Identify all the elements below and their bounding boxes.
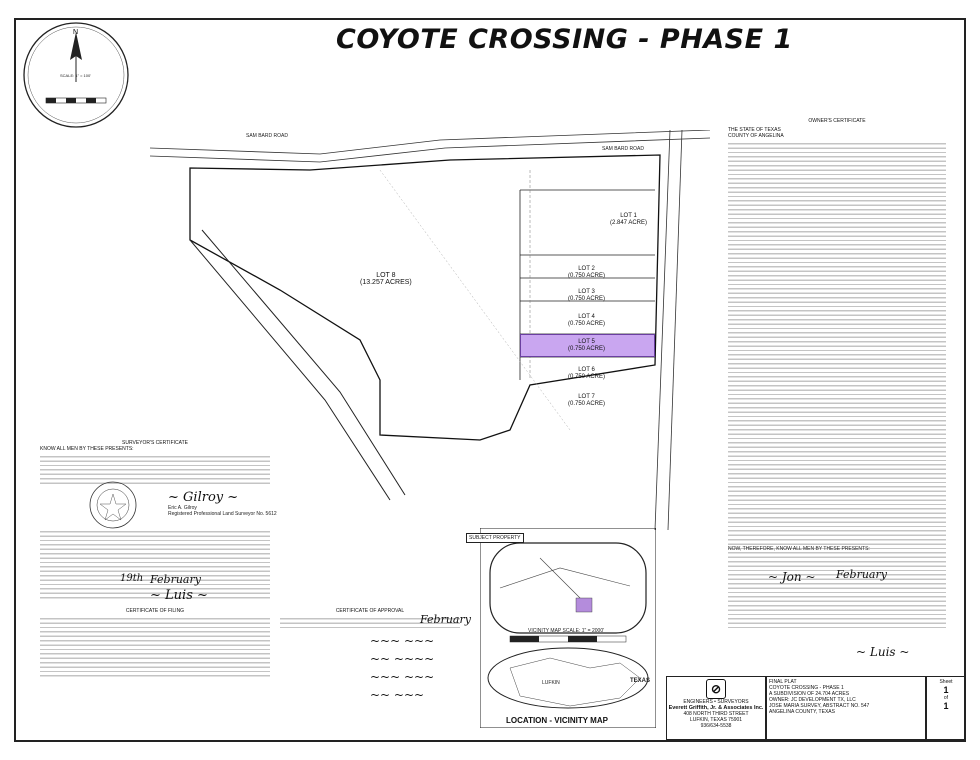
lot-5-label: LOT 5(0.750 ACRE): [568, 339, 606, 352]
lot-2-label: LOT 2(0.750 ACRE): [568, 266, 606, 279]
legal-text-lines: [728, 142, 946, 628]
surveyor-signature: ~ Gilroy ~: [168, 490, 239, 505]
approval-heading: CERTIFICATE OF APPROVAL: [335, 608, 405, 614]
subject-property-marker: [575, 597, 593, 613]
svg-text:N: N: [73, 29, 78, 36]
lot-3-label: LOT 3(0.750 ACRE): [568, 289, 606, 302]
title-block-firm: ⊘ ENGINEERS • SURVEYORS Everett Griffith…: [666, 676, 766, 740]
now-therefore-text: NOW, THEREFORE, KNOW ALL MEN BY THESE PR…: [728, 546, 870, 552]
subject-property-label: SUBJECT PROPERTY: [466, 533, 524, 543]
scale-label: SCALE: 1" = 100': [60, 73, 91, 78]
road-label-sam-bard-right: SAM BARD ROAD: [602, 146, 644, 152]
vicinity-texas-label: TEXAS: [630, 678, 651, 684]
sheet-number: 1: [943, 685, 949, 695]
commissioner-signatures: ~~~ ~~~~~ ~~~~~~~ ~~~~~ ~~~: [370, 634, 435, 702]
certificate-of-approval: CERTIFICATE OF APPROVAL: [280, 608, 460, 718]
lot-1-label: LOT 1(2.847 ACRE): [610, 213, 648, 226]
vicinity-scale-label: VICINITY MAP SCALE: 1" = 2000': [528, 628, 605, 634]
owner-notary-signature: ~ Luis ~: [856, 645, 910, 659]
site-plan: [150, 130, 710, 530]
surveyor-title: Registered Professional Land Surveyor No…: [168, 511, 277, 517]
vicinity-caption: LOCATION - VICINITY MAP: [506, 716, 608, 725]
north-arrow-seal: N: [23, 22, 129, 128]
firm-address-1: 408 NORTH THIRD STREET: [683, 711, 749, 717]
date-month-handwritten: February: [150, 573, 201, 586]
sheet-of: of: [943, 695, 949, 701]
county-heading: COUNTY OF ANGELINA: [728, 133, 784, 139]
firm-address-2: LUFKIN, TEXAS 75901: [689, 717, 743, 723]
page-title: COYOTE CROSSING - PHASE 1: [336, 24, 793, 55]
road-label-sam-bard-left: SAM BARD ROAD: [246, 133, 288, 139]
lot-4-label: LOT 4(0.750 ACRE): [568, 314, 606, 327]
owner-signature: ~ Jon ~: [768, 570, 816, 584]
surveyor-seal: [89, 481, 137, 529]
vicinity-map: [480, 528, 656, 728]
owners-certificate-heading: OWNER'S CERTIFICATE: [808, 118, 866, 124]
filing-heading: CERTIFICATE OF FILING: [125, 608, 185, 614]
vicinity-lufkin-label: LUFKIN: [542, 680, 560, 686]
firm-engineers: ENGINEERS • SURVEYORS: [683, 699, 749, 705]
certificate-of-filing: CERTIFICATE OF FILING: [40, 608, 270, 688]
date-day-handwritten: 19th: [120, 573, 144, 584]
notary-month-handwritten: February: [836, 568, 887, 581]
lot-8-label: LOT 8(13.257 ACRES): [360, 272, 412, 286]
state-of-texas-heading: THE STATE OF TEXAS: [728, 127, 781, 133]
firm-phone: 936/634-5538: [700, 723, 732, 729]
firm-name: Everett Griffith, Jr. & Associates Inc.: [668, 705, 764, 711]
lot-6-label: LOT 6(0.750 ACRE): [568, 367, 606, 380]
firm-logo: ⊘: [706, 679, 726, 699]
sheet-total: 1: [943, 701, 949, 711]
notary-signature: ~ Luis ~: [150, 588, 208, 603]
owners-certificate-text: OWNER'S CERTIFICATE THE STATE OF TEXAS C…: [728, 118, 946, 628]
lot-5-highlight: [520, 334, 655, 357]
notary-block: [40, 530, 270, 600]
lot-7-label: LOT 7(0.750 ACRE): [568, 394, 606, 407]
surveyor-cert-heading: SURVEYOR'S CERTIFICATE: [122, 440, 188, 446]
approval-month-handwritten: February: [420, 613, 471, 626]
north-arrow-icon: [70, 32, 82, 60]
surveyor-certificate: SURVEYOR'S CERTIFICATE KNOW ALL MEN BY T…: [40, 440, 270, 520]
title-block-sheet: Sheet 1 of 1: [926, 676, 966, 740]
know-all-men: KNOW ALL MEN BY THESE PRESENTS:: [40, 446, 134, 452]
sheet-label: Sheet: [939, 679, 953, 685]
plat-description: FINAL PLAT COYOTE CROSSING - PHASE 1 A S…: [769, 679, 870, 715]
surveyor-name: Eric A. Gilroy: [168, 505, 197, 511]
plat-border: [14, 18, 966, 742]
title-block-plat: FINAL PLAT COYOTE CROSSING - PHASE 1 A S…: [766, 676, 926, 740]
